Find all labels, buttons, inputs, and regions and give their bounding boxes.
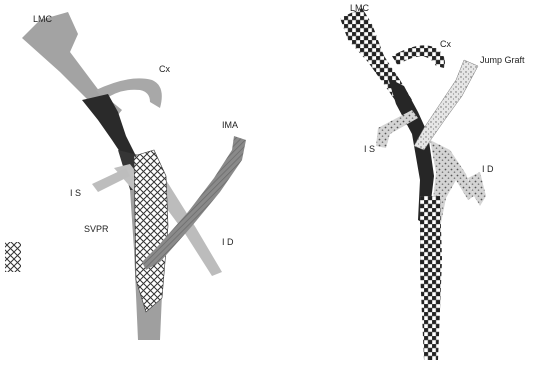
- right-label-jump-graft: Jump Graft: [480, 55, 525, 65]
- right-label-lmc: LMC: [350, 3, 370, 13]
- right-diagram: LMC Cx Jump Graft I S I D: [340, 3, 525, 360]
- right-jump-graft: [414, 60, 478, 150]
- left-label-id: I D: [222, 237, 234, 247]
- left-label-ima: IMA: [222, 120, 238, 130]
- left-label-cx: Cx: [159, 64, 170, 74]
- right-label-is: I S: [364, 144, 375, 154]
- left-label-lmc: LMC: [33, 14, 53, 24]
- right-label-cx: Cx: [440, 39, 451, 49]
- left-label-svpr: SVPR: [84, 224, 109, 234]
- left-is-small: [92, 168, 130, 192]
- left-diagram: LMC Cx IMA I S SVPR I D: [5, 12, 246, 340]
- right-label-id: I D: [482, 164, 494, 174]
- left-svpr-graft: [134, 150, 168, 312]
- left-label-is: I S: [70, 188, 81, 198]
- left-legend-swatch: [5, 242, 21, 272]
- right-main-trunk: [420, 196, 442, 360]
- right-cx-vessel: [392, 45, 445, 68]
